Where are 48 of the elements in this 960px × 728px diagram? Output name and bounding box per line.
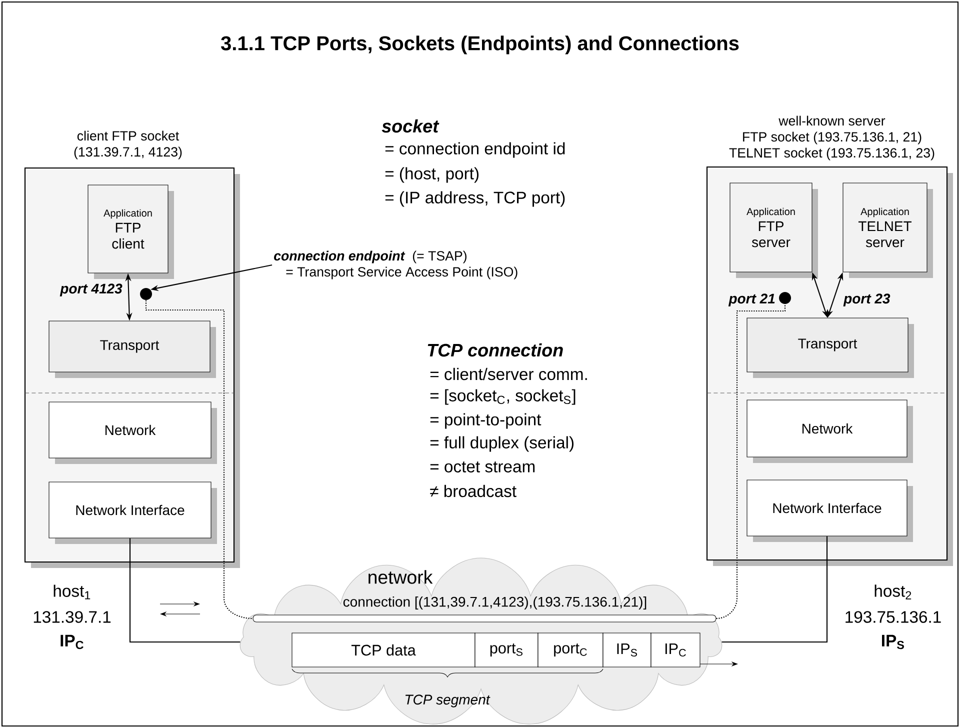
definition-text: = (host, port) (385, 167, 478, 183)
layer-box: Transport (48, 320, 216, 378)
node-label: TELNET socket (193.75.136.1, 23) (729, 148, 934, 160)
endpoint-dot (140, 288, 152, 300)
annotation-text: connection endpoint (= TSAP) = Transport Service Access Point (ISO) (274, 250, 518, 280)
address-label: 131.39.7.1 (34, 611, 111, 623)
node-label: connection [(131,39.7.1,4123),(193.75.136.1,21)] (343, 596, 646, 610)
application-box: Application TELNET server (842, 182, 933, 278)
address-label: 193.75.136.1 (846, 611, 941, 623)
definition-text: = octet stream (430, 462, 535, 472)
connection-line (145, 300, 253, 620)
host-label: host$_{2}$ (874, 584, 912, 600)
endpoint-dot (779, 292, 791, 304)
node-label: well-known server (778, 116, 886, 126)
definition-text: = client/server comm. (430, 368, 587, 380)
definition-text: = connection endpoint id (385, 142, 565, 158)
application-box: Application FTP server (730, 182, 818, 278)
connection-pipe: connection [(131,39.7.1,4123),(193.75.136.1,21)] (252, 596, 716, 622)
application-box: Application FTP client (88, 184, 174, 279)
definition-text: ≠ broadcast (430, 484, 516, 498)
segment-field: port$_{C}$ (538, 632, 604, 668)
layer-box: Network Interface (746, 480, 913, 542)
port-label: port 23 (843, 294, 890, 306)
segment-field: IP$_{S}$ (602, 632, 652, 668)
layer-box: Network (746, 400, 913, 463)
host-label: host$_{1}$ (54, 584, 90, 600)
title: 3.1.1 TCP Ports, Sockets (Endpoints) and Connections (220, 36, 739, 54)
segment-field: port$_{S}$ (474, 632, 538, 668)
caption: TCP segment (405, 694, 490, 708)
segment-field: IP$_{C}$ (650, 632, 700, 668)
definition-text: = point-to-point (430, 413, 542, 429)
node-label: FTP socket (193.75.136.1, 21) (743, 132, 922, 144)
definition-text: = (IP address, TCP port) (385, 191, 565, 207)
heading: TCP connection (428, 343, 563, 357)
link-line (129, 538, 240, 643)
port-label: port 4123 (60, 284, 122, 296)
definition-text: = [socket$_{C}$, socket$_{S}$] (430, 389, 576, 405)
heading: socket (382, 119, 440, 133)
address-label: IP$_{C}$ (60, 634, 84, 650)
layer-box: Network (48, 402, 217, 464)
address-label: IP$_{S}$ (882, 634, 904, 650)
layer-box: Network Interface (48, 482, 217, 544)
node-label: client FTP socket (77, 130, 180, 141)
link-line (722, 536, 828, 643)
node-label: (131.39.7.1, 4123) (74, 146, 182, 160)
layer-box: Transport (746, 318, 914, 378)
definition-text: = full duplex (serial) (430, 436, 574, 452)
port-label: port 21 (728, 294, 775, 306)
